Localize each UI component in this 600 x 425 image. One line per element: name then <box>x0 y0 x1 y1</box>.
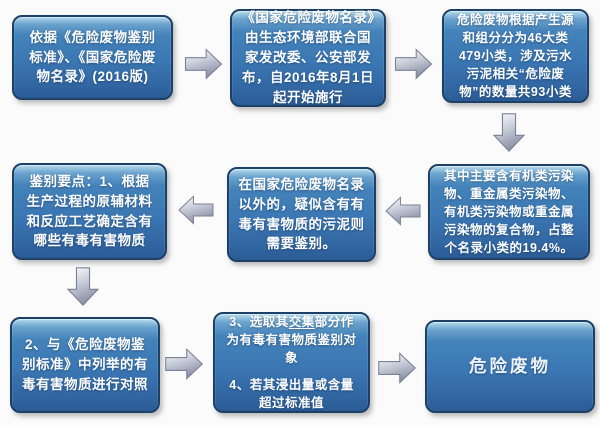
arrow-down-icon <box>490 111 528 154</box>
flow-box-composition: 其中主要含有机类污染物、重金属类污染物、有机类污染物或重金属污染物的复合物，占整… <box>428 164 590 260</box>
arrow-left-icon <box>382 194 424 228</box>
key-point-4-text: 4、若其浸出量或含量超过标准值 <box>229 378 354 411</box>
flow-box-catalog-issue-text: 《国家危险废物名录》由生态环境部联合国家发改委、公安部发布，自2016年8月1日… <box>241 10 375 105</box>
flow-box-key-point-2-text: 2、与《危险废物鉴别标准》中列举的有毒有害物质进行对照 <box>22 337 148 392</box>
flow-box-composition-text: 其中主要含有机类污染物、重金属类污染物、有机类污染物或重金属污染物的复合物，占整… <box>443 168 574 256</box>
arrow-left-icon <box>175 193 217 227</box>
flow-box-classification-text: 危险废物根据产生源和组分分为46大类479小类，涉及污水污泥相关“危险废物”的数… <box>456 12 574 100</box>
flow-box-identification-scope: 在国家危险废物名录以外的，疑似含有有毒有害物质的污泥则需要鉴别。 <box>227 167 376 262</box>
arrow-down-icon <box>64 265 102 308</box>
flow-box-basis: 依据《危险废物鉴别标准》、《国家危险废物名录》(2016版) <box>12 15 173 100</box>
flow-box-key-point-2: 2、与《危险废物鉴别标准》中列举的有毒有害物质进行对照 <box>10 317 160 413</box>
flow-box-key-point-3-4: 3、选取其交集部分作为有毒有害物质鉴别对象 4、若其浸出量或含量超过标准值 <box>213 312 370 413</box>
flow-box-key-point-1-text: 鉴别要点：1、根据生产过程的原辅材料和反应工艺确定含有哪些有毒有害物质 <box>26 173 153 249</box>
flow-box-basis-text: 依据《危险废物鉴别标准》、《国家危险废物名录》(2016版) <box>29 29 156 85</box>
flow-box-catalog-issue: 《国家危险废物名录》由生态环境部联合国家发改委、公安部发布，自2016年8月1日… <box>230 9 386 107</box>
flow-box-key-point-1: 鉴别要点：1、根据生产过程的原辅材料和反应工艺确定含有哪些有毒有害物质 <box>12 163 167 260</box>
flow-box-result-text: 危险废物 <box>469 355 551 376</box>
arrow-right-icon <box>391 46 436 82</box>
arrow-right-icon <box>376 349 418 387</box>
flow-box-classification: 危险废物根据产生源和组分分为46大类479小类，涉及污水污泥相关“危险废物”的数… <box>442 9 589 103</box>
arrow-right-icon <box>181 46 226 82</box>
flow-box-result: 危险废物 <box>425 320 595 413</box>
key-point-3-text: 3、选取其交集部分作为有毒有害物质鉴别对象 <box>226 314 357 365</box>
flow-box-identification-scope-text: 在国家危险废物名录以外的，疑似含有有毒有害物质的污泥则需要鉴别。 <box>238 176 365 252</box>
arrow-right-icon <box>163 345 205 383</box>
underlined-term: 交集 <box>288 314 315 329</box>
